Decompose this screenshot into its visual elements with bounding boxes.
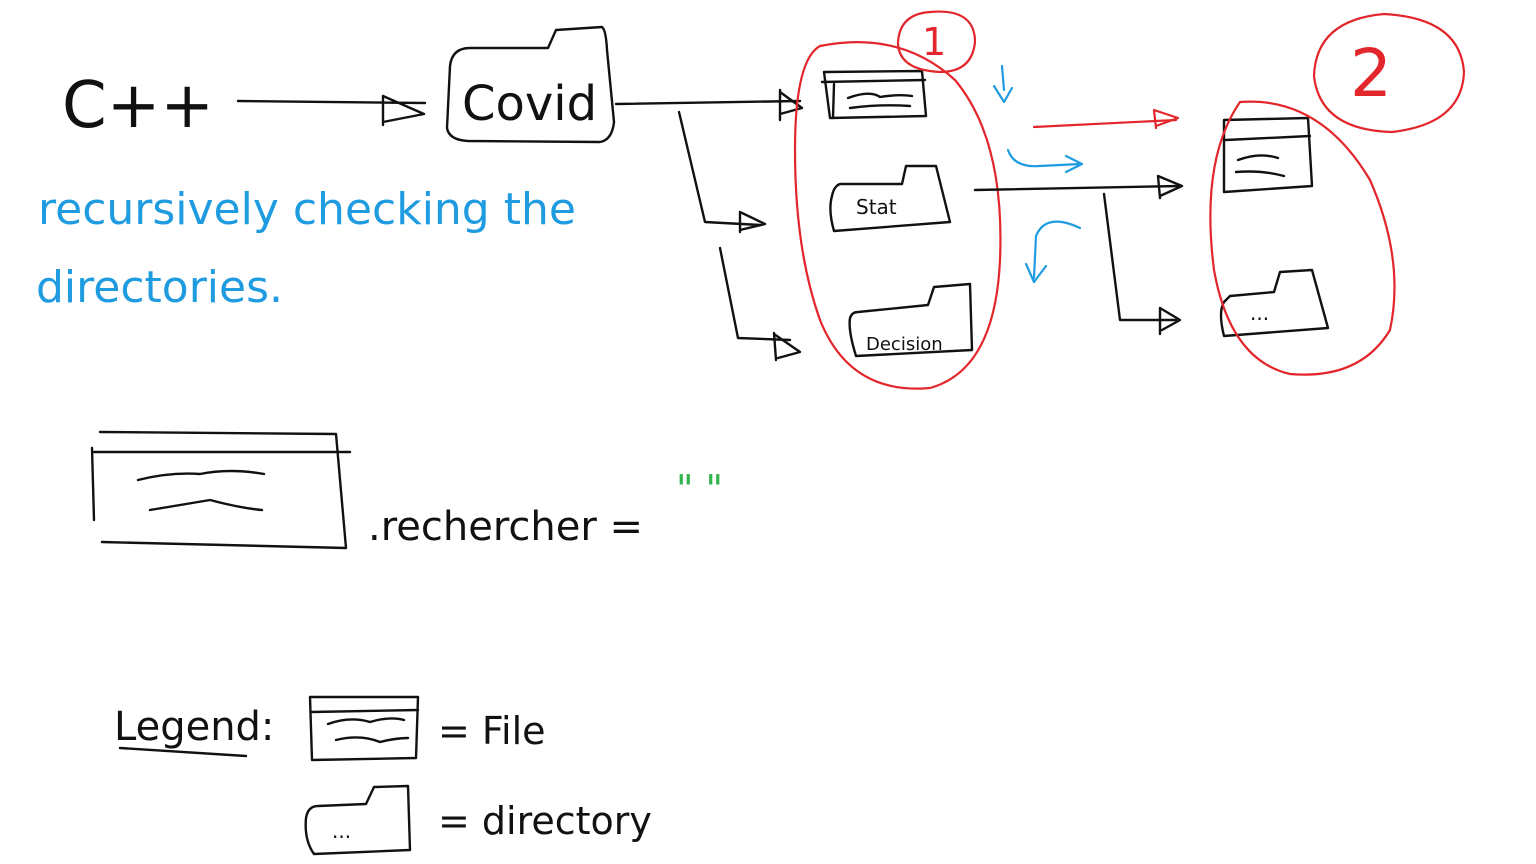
level1-directory-stat-label: Stat [856, 195, 897, 219]
legend-title: Legend: [114, 704, 274, 750]
arrow-right-icon [718, 246, 802, 362]
legend: Legend: = File ... = directory [114, 695, 652, 856]
search-expression-text: .rechercher = [368, 504, 643, 550]
file-icon [90, 430, 352, 550]
legend-directory-label: = directory [438, 799, 652, 843]
level2-group-outline [1209, 100, 1396, 376]
root-directory-folder-icon: Covid [445, 25, 616, 144]
arrow-right-icon [614, 88, 804, 122]
arrow-right-icon [1032, 108, 1180, 130]
level1-directory-stat-folder-icon: Stat [829, 164, 952, 233]
legend-file-label: = File [438, 709, 546, 753]
level2-directory-folder-icon: ... [1219, 268, 1330, 338]
arrow-right-icon [677, 110, 767, 234]
recursion-right-arrow-icon [1006, 148, 1084, 174]
recursion-return-arrow-icon [1024, 220, 1082, 284]
source-node: C++ [62, 69, 214, 143]
level1-group-outline [793, 41, 1002, 390]
root-directory-label: Covid [462, 76, 597, 132]
legend-file-icon [308, 695, 420, 762]
arrow-right-icon [1102, 192, 1182, 336]
level1-directory-decision-folder-icon: Decision [848, 282, 974, 358]
legend-directory-icon-text: ... [332, 819, 351, 843]
search-expression: .rechercher = " " [90, 430, 723, 550]
source-label: C++ [62, 69, 214, 143]
arrow-right-icon [973, 174, 1184, 200]
level1-directory-decision-label: Decision [866, 334, 943, 355]
recursion-down-arrow-icon [992, 64, 1014, 104]
level1-file-icon [820, 69, 928, 120]
level1-marker: 1 [896, 10, 977, 74]
legend-folder-icon: ... [304, 784, 412, 856]
search-expression-quote: " " [676, 467, 723, 511]
note-line2: directories. [36, 262, 283, 313]
level1-marker-label: 1 [922, 20, 946, 64]
note-line1: recursively checking the [38, 184, 576, 235]
recursion-note: recursively checking the directories. [36, 184, 576, 313]
level2-marker: 2 [1312, 12, 1466, 134]
level2-directory-label: ... [1250, 301, 1269, 325]
level2-marker-label: 2 [1350, 35, 1392, 112]
arrow-right-icon [236, 94, 427, 127]
level2-file-icon [1222, 116, 1314, 194]
